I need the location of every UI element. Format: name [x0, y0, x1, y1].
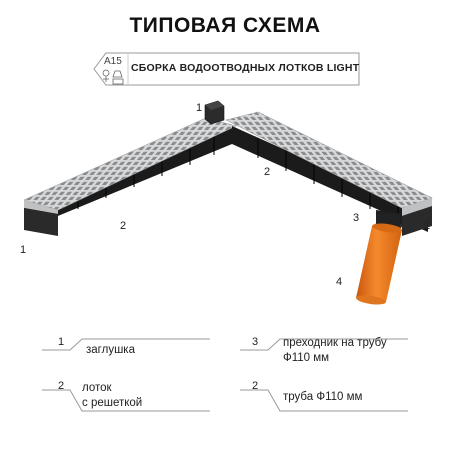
right-channel — [225, 111, 433, 236]
drainage-assembly-illustration — [23, 100, 433, 305]
legend-item-4-text: труба Ф110 мм — [283, 391, 363, 403]
drain-pipe — [356, 223, 402, 305]
end-cap — [204, 100, 225, 125]
label-left-end: 1 — [20, 244, 27, 256]
page-title: ТИПОВАЯ СХЕМА — [129, 14, 321, 37]
subtitle: СБОРКА ВОДООТВОДНЫХ ЛОТКОВ LIGHT — [131, 62, 360, 74]
legend-item-1-text: заглушка — [86, 344, 135, 356]
legend-item-3-frame — [240, 338, 408, 351]
label-cap: 1 — [196, 102, 203, 114]
load-class-icon — [102, 69, 124, 85]
drainage-diagram: 1 1 2 2 3 1 4 — [0, 96, 450, 306]
legend-item-1-frame — [42, 338, 210, 351]
label-adapter: 3 — [353, 212, 360, 224]
legend-item-4-frame — [240, 389, 408, 412]
legend-item-4-number: 2 — [252, 380, 259, 392]
legend-item-3-number: 3 — [252, 336, 259, 348]
label-right-end: 1 — [424, 220, 431, 232]
label-pipe: 4 — [336, 276, 343, 288]
legend-item-3-text: преходник на трубу Ф110 мм — [283, 337, 387, 364]
left-channel — [23, 117, 237, 236]
subtitle-frame — [93, 52, 360, 86]
load-class-badge: A15 — [104, 56, 122, 67]
legend-item-2-number: 2 — [58, 380, 65, 392]
legend-item-1-number: 1 — [58, 336, 65, 348]
label-right-channel: 2 — [264, 166, 271, 178]
legend-item-2-frame — [42, 389, 210, 412]
legend-item-2-text: лоток с решеткой — [82, 382, 143, 409]
subtitle-bar: СБОРКА ВОДООТВОДНЫХ ЛОТКОВ LIGHT — [92, 52, 360, 86]
label-left-channel: 2 — [120, 220, 127, 232]
